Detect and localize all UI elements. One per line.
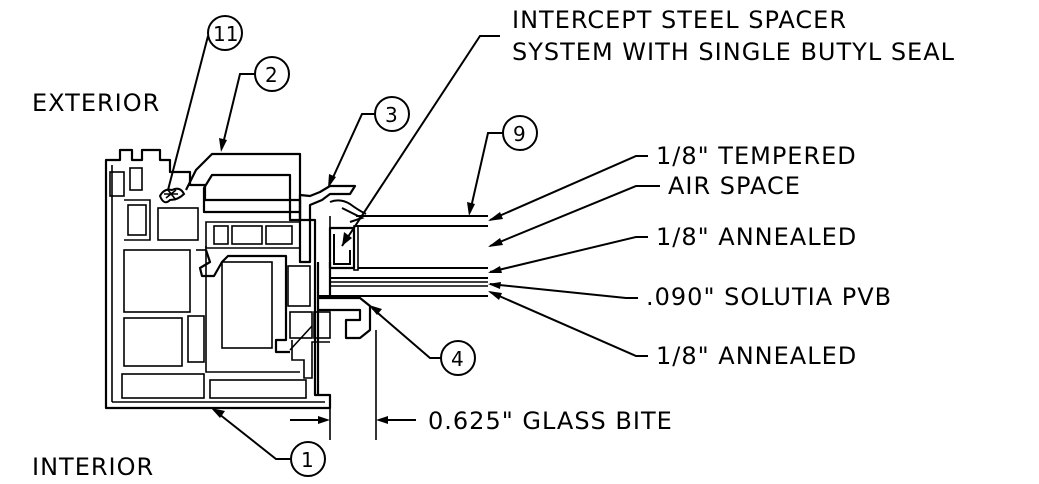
frame-chamber-c: [127, 204, 147, 236]
callout-1-leader: [213, 409, 291, 460]
sash-profile: [185, 152, 331, 379]
sash-chamber-2: [231, 225, 263, 245]
bead-leg: [316, 262, 332, 396]
annealed-bottom-label: 1/8" ANNEALED: [656, 342, 857, 370]
callout-3-arrow: [328, 174, 336, 188]
callout-2: 2: [219, 56, 290, 152]
spacer-label-line2: SYSTEM WITH SINGLE BUTYL SEAL: [512, 38, 955, 66]
frame-chamber-a: [109, 171, 125, 197]
annealed-top-arrow: [488, 266, 502, 273]
callout-4-leader: [371, 307, 441, 359]
callout-2-leader: [221, 73, 255, 149]
sash-chamber-3: [265, 225, 293, 245]
tempered-label: 1/8" TEMPERED: [656, 142, 857, 170]
spacer-leader: [341, 35, 500, 247]
callout-2-number: 2: [265, 63, 278, 87]
frame-chamber-d: [157, 207, 199, 241]
exterior-label: EXTERIOR: [32, 89, 160, 117]
weatherstrip-fill-2: [167, 189, 177, 201]
sash-leg: [291, 340, 330, 379]
frame-chamber-f: [123, 317, 183, 367]
callout-11-bubble: [207, 15, 243, 51]
annealed-top-leader: [489, 236, 648, 273]
glass-layer-callouts: 1/8" TEMPERED AIR SPACE 1/8" ANNEALED .0…: [488, 142, 892, 370]
glazing-bead: [318, 296, 372, 340]
frame-web-2: [205, 246, 300, 373]
glass-bite-label: 0.625" GLASS BITE: [428, 407, 673, 435]
spacer-inner: [333, 234, 351, 265]
annealed-bottom-leader: [489, 291, 648, 357]
frame-outer-outline: [104, 148, 332, 410]
frame-profile: [104, 148, 332, 410]
callout-11-leader: [167, 35, 209, 191]
frame-chamber-h: [121, 373, 205, 399]
callout-4: 4: [369, 305, 476, 376]
tempered-leader: [489, 155, 648, 221]
spacer-label-line1: INTERCEPT STEEL SPACER: [512, 6, 847, 34]
callout-4-number: 4: [451, 347, 464, 371]
pvb-label: .090" SOLUTIA PVB: [646, 283, 892, 311]
sash-diag: [289, 325, 313, 351]
sash-hook: [198, 249, 290, 354]
annealed-bottom-arrow: [488, 291, 502, 300]
sash-chamber-6: [289, 311, 313, 339]
callout-11-number: 11: [213, 22, 238, 46]
callout-1-number: 1: [301, 448, 314, 472]
callout-3: 3: [328, 96, 410, 188]
frame-web-1: [124, 199, 151, 241]
sash-chamber-7: [313, 311, 331, 339]
frame-chamber-b: [129, 167, 143, 191]
glass-lites: [318, 215, 488, 297]
callout-3-leader: [329, 113, 375, 185]
callout-9-number: 9: [513, 122, 526, 146]
air-space-label: AIR SPACE: [668, 172, 801, 200]
sash-chamber-1: [213, 225, 229, 245]
butyl-seal: [353, 225, 359, 271]
pvb-leader: [489, 283, 638, 299]
annealed-top-label: 1/8" ANNEALED: [656, 223, 857, 251]
interior-label: INTERIOR: [32, 453, 154, 479]
callout-1-arrow: [211, 408, 225, 418]
exterior-stop: [298, 184, 357, 264]
exterior-gasket: [329, 199, 367, 215]
air-space-arrow: [488, 238, 503, 247]
pvb-arrow: [488, 282, 501, 289]
sash-chamber-4: [221, 261, 273, 349]
callout-9-arrow: [467, 202, 475, 216]
air-space-leader: [489, 185, 660, 247]
weatherstrip: [158, 187, 186, 204]
bite-arrow-right: [376, 416, 388, 424]
callout-3-number: 3: [385, 103, 398, 127]
bite-arrow-left: [318, 416, 330, 424]
callout-11: 11: [167, 15, 243, 191]
frame-chamber-g: [187, 315, 205, 363]
wedge-gasket: [341, 207, 365, 223]
frame-chamber-e: [123, 249, 191, 313]
callout-4-arrow: [369, 305, 382, 315]
callout-2-arrow: [219, 138, 227, 152]
callout-9: 9: [467, 115, 538, 216]
spacer-leader-arrow: [342, 232, 352, 246]
tempered-arrow: [488, 212, 503, 221]
glass-bite-dimension: 0.625" GLASS BITE: [290, 330, 673, 440]
frame-chamber-i: [209, 379, 307, 399]
sash-outer-outline: [185, 152, 302, 222]
callout-1: 1: [211, 408, 326, 477]
sash-chamber-5: [287, 265, 311, 307]
spacer-callout: INTERCEPT STEEL SPACER SYSTEM WITH SINGL…: [341, 6, 955, 247]
callout-9-leader: [469, 132, 503, 213]
